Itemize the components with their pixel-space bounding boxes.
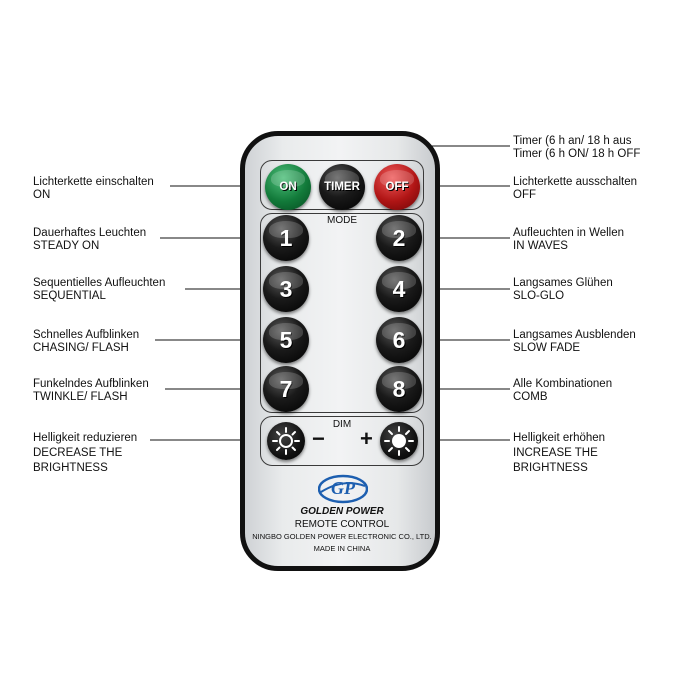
legend-on-en: ON [33,189,51,201]
legend-off-en: OFF [513,189,536,201]
legend-mode-2-en: IN WAVES [513,240,568,252]
legend-mode-6-en: SLOW FADE [513,342,581,354]
mode-1-label: 1 [279,224,293,251]
mode-2-label: 2 [392,224,406,251]
mode-3-button[interactable]: 3 [263,266,309,312]
legend-off-de: Lichterkette ausschalten [513,176,638,188]
legend-mode-5-en: CHASING/ FLASH [33,342,129,354]
legend-mode-8-en: COMB [513,391,548,403]
product-name: REMOTE CONTROL [294,519,390,530]
legend-mode-6-de: Langsames Ausblenden [513,329,636,341]
legend-dim-down-en1: DECREASE THE [33,447,123,459]
mode-8-label: 8 [392,375,406,402]
legend-mode-7-de: Funkelndes Aufblinken [33,378,149,390]
dim-up-button[interactable] [380,422,418,460]
dim-plus-sign: + [360,426,373,451]
legend-dim-up-en2: BRIGHTNESS [513,462,588,474]
legend-mode-5-de: Schnelles Aufblinken [33,329,140,341]
off-button[interactable]: OFF [374,164,420,210]
legend-dim-down-en2: BRIGHTNESS [33,462,108,474]
legend-timer-de: Timer (6 h an/ 18 h aus [513,135,632,147]
sun-dim-icon [272,427,300,455]
brand-name: GOLDEN POWER [300,506,384,517]
legend-mode-1: Dauerhaftes Leuchten STEADY ON [33,227,146,253]
mode-7-label: 7 [279,375,293,402]
gp-logo-text: GP [331,478,355,498]
dim-minus-sign: − [312,426,325,451]
legend-mode-8: Alle Kombinationen COMB [513,378,612,404]
legend-dim-up: Helligkeit erhöhen INCREASE THE BRIGHTNE… [513,431,605,476]
off-button-label: OFF [385,181,409,193]
legend-mode-2: Aufleuchten in Wellen IN WAVES [513,227,624,253]
mode-3-label: 3 [279,275,293,302]
legend-dim-up-de: Helligkeit erhöhen [513,432,606,444]
origin: MADE IN CHINA [313,544,371,553]
legend-mode-1-de: Dauerhaftes Leuchten [33,227,147,239]
legend-off: Lichterkette ausschalten OFF [513,176,637,202]
dim-label: DIM [332,419,352,430]
legend-mode-3: Sequentielles Aufleuchten SEQUENTIAL [33,277,165,303]
on-button-label: ON [279,181,297,193]
mode-panel [260,213,424,413]
mode-2-button[interactable]: 2 [376,215,422,261]
mode-5-label: 5 [279,326,293,353]
legend-mode-4: Langsames Glühen SLO-GLO [513,277,613,303]
dim-panel [260,416,424,466]
legend-mode-4-de: Langsames Glühen [513,277,613,289]
legend-mode-7: Funkelndes Aufblinken TWINKLE/ FLASH [33,378,149,404]
legend-timer: Timer (6 h an/ 18 h aus Timer (6 h ON/ 1… [513,135,640,161]
mode-6-label: 6 [392,326,406,353]
timer-button-label: TIMER [324,181,360,193]
mode-label: MODE [327,215,357,226]
on-button[interactable]: ON [265,164,311,210]
mode-4-label: 4 [392,275,406,302]
legend-dim-down: Helligkeit reduzieren DECREASE THE BRIGH… [33,431,137,476]
mode-6-button[interactable]: 6 [376,317,422,363]
mode-4-button[interactable]: 4 [376,266,422,312]
legend-mode-1-en: STEADY ON [33,240,100,252]
timer-button[interactable]: TIMER [319,164,365,210]
legend-on-de: Lichterkette einschalten [33,176,154,188]
legend-mode-3-de: Sequentielles Aufleuchten [33,277,166,289]
legend-dim-down-de: Helligkeit reduzieren [33,432,138,444]
mode-1-button[interactable]: 1 [263,215,309,261]
legend-timer-en: Timer (6 h ON/ 18 h OFF [513,148,641,160]
legend-mode-3-en: SEQUENTIAL [33,290,106,302]
mode-7-button[interactable]: 7 [263,366,309,412]
gp-logo: GP [317,474,369,504]
legend-mode-2-de: Aufleuchten in Wellen [513,227,625,239]
legend-mode-6: Langsames Ausblenden SLOW FADE [513,329,636,355]
manufacturer: NINGBO GOLDEN POWER ELECTRONIC CO., LTD. [252,532,432,541]
legend-mode-8-de: Alle Kombinationen [513,378,613,390]
dim-down-button[interactable] [267,422,305,460]
mode-5-button[interactable]: 5 [263,317,309,363]
legend-dim-up-en1: INCREASE THE [513,447,598,459]
legend-mode-7-en: TWINKLE/ FLASH [33,391,128,403]
legend-on: Lichterkette einschalten ON [33,176,154,202]
legend-mode-4-en: SLO-GLO [513,290,565,302]
sun-bright-icon [384,426,414,456]
legend-mode-5: Schnelles Aufblinken CHASING/ FLASH [33,329,139,355]
mode-8-button[interactable]: 8 [376,366,422,412]
